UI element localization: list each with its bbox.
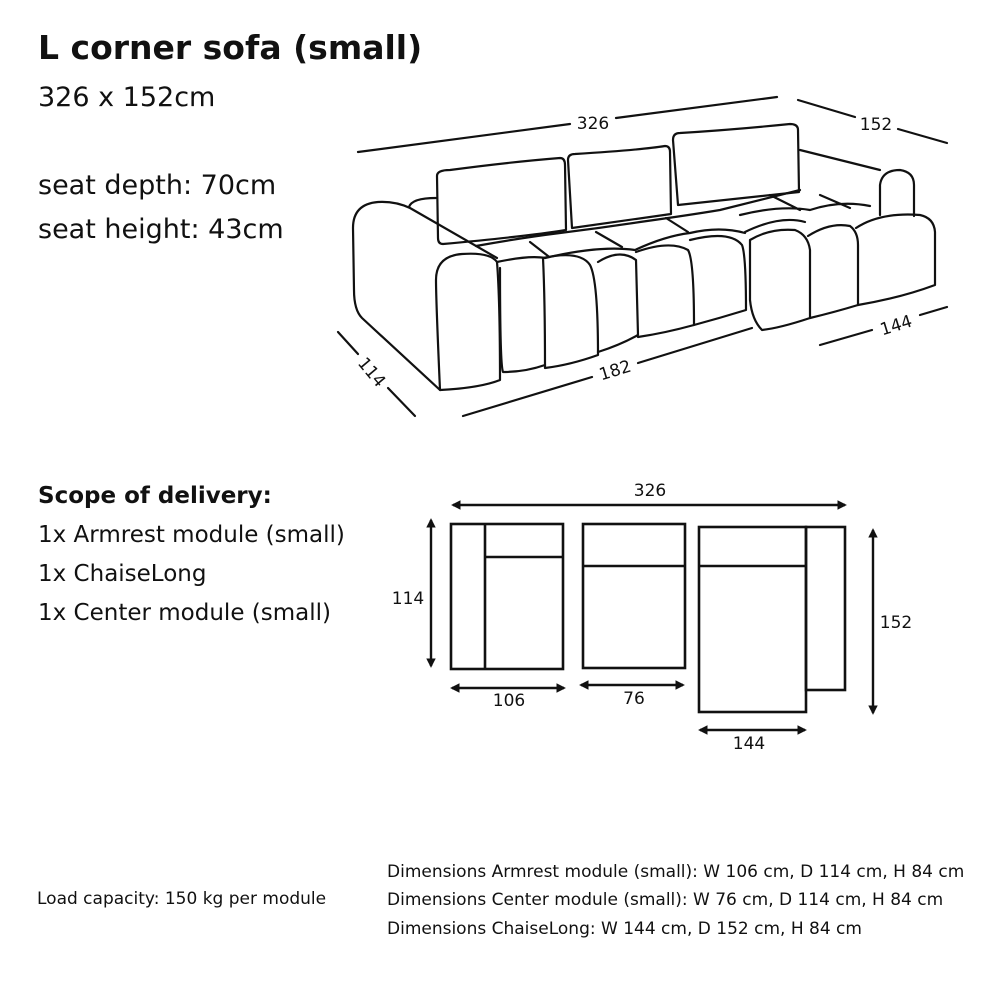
plan-label-144: 144 <box>733 734 765 754</box>
dim-line-144 <box>918 305 949 317</box>
page-title: L corner sofa (small) <box>38 28 423 67</box>
dim-line-152 <box>796 98 857 119</box>
seat-block-5 <box>688 234 748 327</box>
dim-line-114 <box>386 386 417 418</box>
scope-item: 1x Armrest module (small) <box>38 522 345 548</box>
dim-label-326: 326 <box>577 114 609 134</box>
chaise-block-2 <box>806 224 860 320</box>
scope-item: 1x ChaiseLong <box>38 561 207 587</box>
seat-block-2 <box>541 254 600 370</box>
scope-heading: Scope of delivery: <box>38 483 272 509</box>
plan-label-152: 152 <box>880 613 912 633</box>
armrest-module-plan <box>449 522 565 671</box>
back-cushion-3 <box>671 122 801 207</box>
seat-block-4 <box>634 244 696 339</box>
dimension-line: Dimensions Armrest module (small): W 106… <box>387 862 965 882</box>
back-cushion-1 <box>435 156 568 246</box>
seat-block-3 <box>596 253 640 354</box>
back-edge <box>407 196 438 209</box>
plan-label-114: 114 <box>392 589 424 609</box>
dim-line-114 <box>336 330 360 356</box>
dim-line-144 <box>818 328 874 347</box>
seat-front-tops <box>495 228 747 264</box>
seat-seams <box>528 216 690 258</box>
plan-label-106: 106 <box>493 691 525 711</box>
center-module-plan <box>581 522 687 670</box>
plan-label-326: 326 <box>634 481 666 501</box>
dimension-line: Dimensions ChaiseLong: W 144 cm, D 152 c… <box>387 919 862 939</box>
chaise-top-seams <box>738 193 872 234</box>
load-capacity: Load capacity: 150 kg per module <box>37 889 327 909</box>
chaise-block-3 <box>854 213 937 307</box>
dim-line-326 <box>614 95 779 120</box>
left-armrest-front <box>434 252 502 392</box>
seat-back-line <box>474 188 802 248</box>
dim-line-326 <box>356 122 572 154</box>
scope-item: 1x Center module (small) <box>38 600 331 626</box>
chaise-module-plan <box>697 525 847 714</box>
overall-size: 326 x 152cm <box>38 82 216 113</box>
dim-label-152: 152 <box>860 115 892 135</box>
chaise-back-top <box>798 148 882 172</box>
right-armrest <box>878 168 916 218</box>
left-armrest-side <box>351 200 499 392</box>
dim-line-182 <box>461 375 594 418</box>
seat-block-1 <box>498 266 547 374</box>
back-cushion-2 <box>566 144 673 230</box>
dimension-line: Dimensions Center module (small): W 76 c… <box>387 890 944 910</box>
dim-line-152 <box>896 127 949 145</box>
plan-label-76: 76 <box>623 689 645 709</box>
seat-height: seat height: 43cm <box>38 214 284 245</box>
dim-line-182 <box>636 326 754 365</box>
seat-depth: seat depth: 70cm <box>38 170 277 201</box>
